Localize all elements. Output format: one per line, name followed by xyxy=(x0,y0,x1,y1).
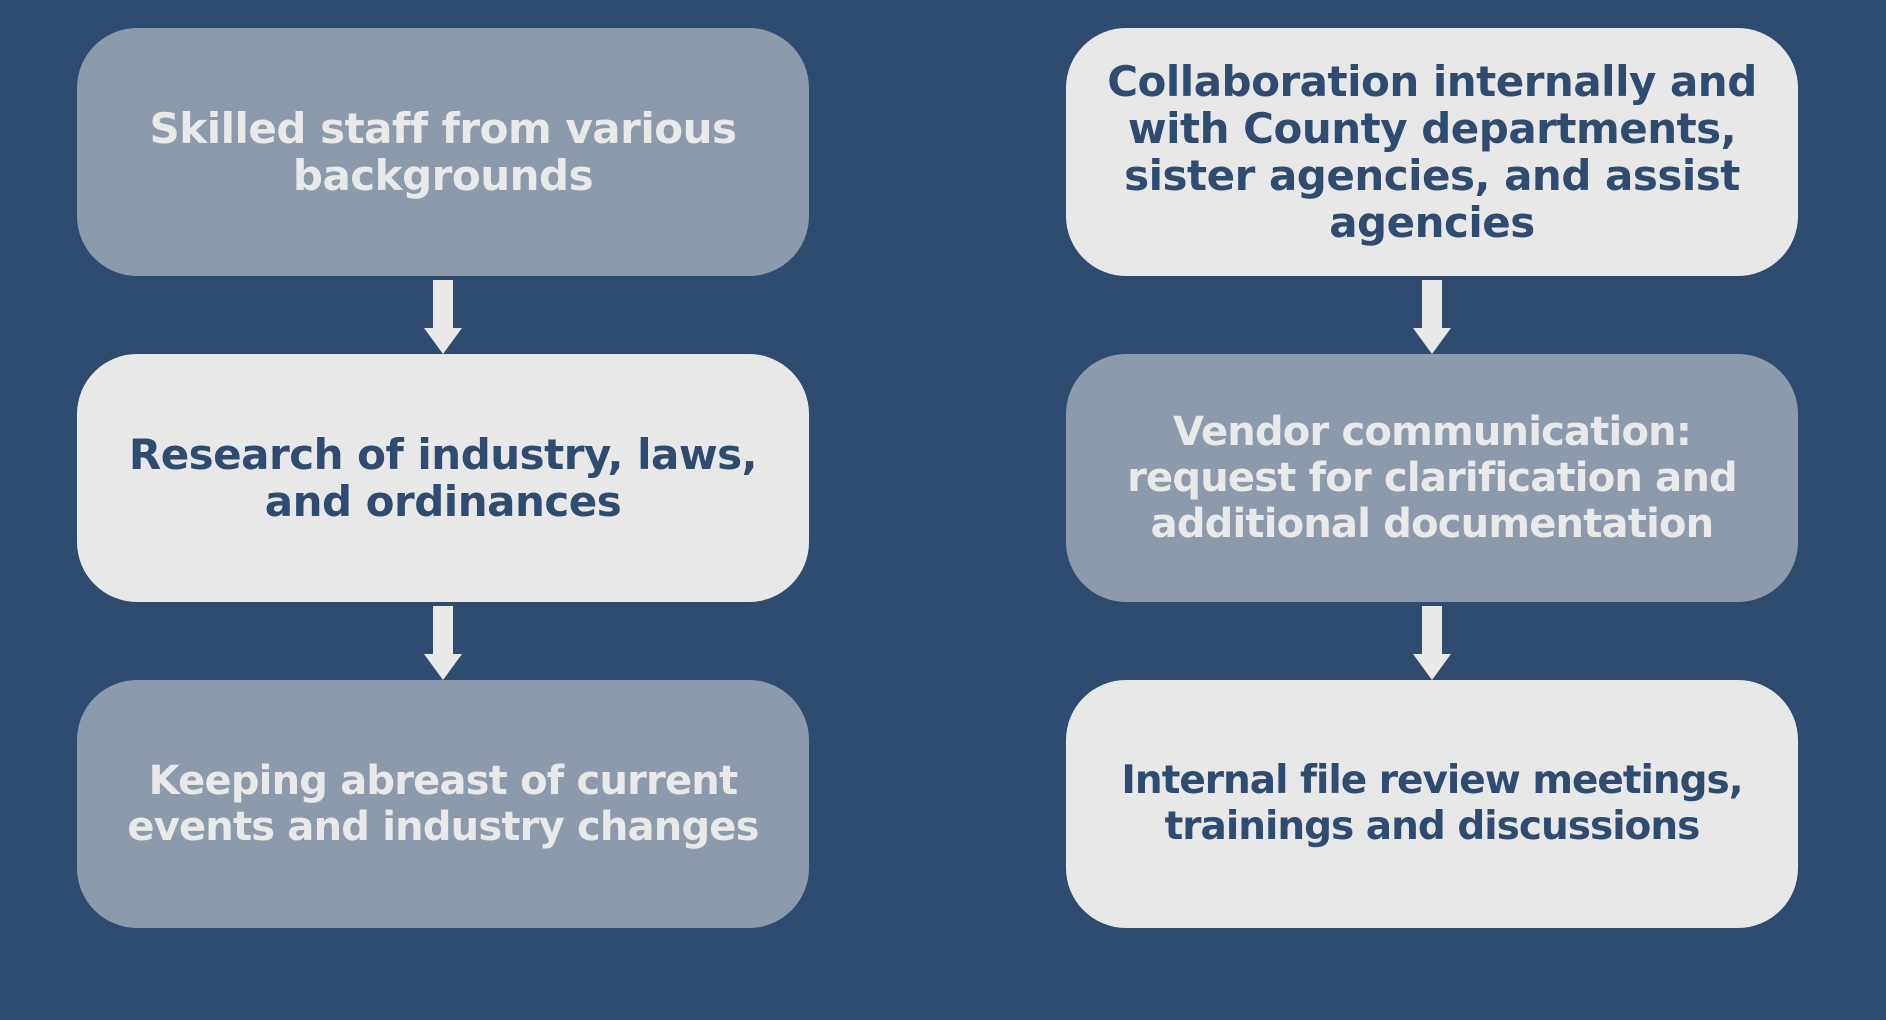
down-arrow-icon xyxy=(1413,280,1451,354)
right-step-2-text: Vendor communication: request for clarif… xyxy=(1127,409,1738,547)
right-step-1-box: Collaboration internally and with County… xyxy=(1066,28,1798,276)
right-step-1-text: Collaboration internally and with County… xyxy=(1107,57,1757,247)
left-step-2-box: Research of industry, laws, and ordinanc… xyxy=(77,354,809,602)
left-step-1-text: Skilled staff from various backgrounds xyxy=(149,104,737,200)
right-step-2-box: Vendor communication: request for clarif… xyxy=(1066,354,1798,602)
left-step-3-box: Keeping abreast of current events and in… xyxy=(77,680,809,928)
left-step-2-text: Research of industry, laws, and ordinanc… xyxy=(128,430,758,526)
right-step-3-box: Internal file review meetings, trainings… xyxy=(1066,680,1798,928)
down-arrow-icon xyxy=(424,606,462,680)
down-arrow-icon xyxy=(1413,606,1451,680)
left-step-3-text: Keeping abreast of current events and in… xyxy=(127,758,759,850)
down-arrow-icon xyxy=(424,280,462,354)
right-step-3-text: Internal file review meetings, trainings… xyxy=(1121,758,1743,849)
left-step-1-box: Skilled staff from various backgrounds xyxy=(77,28,809,276)
